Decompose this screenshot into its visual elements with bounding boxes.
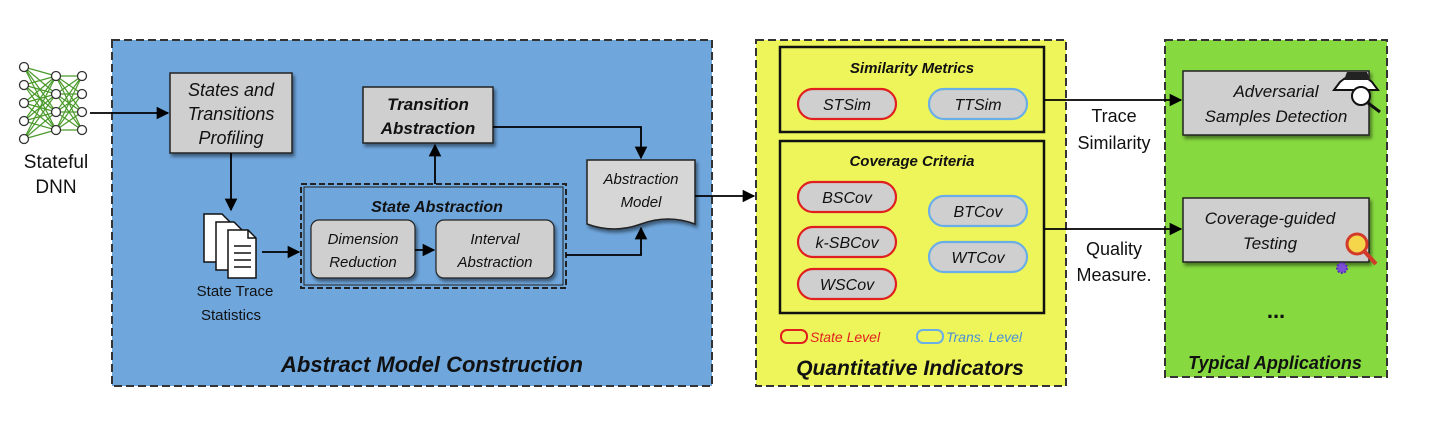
abstraction-model-box: Abstraction Model: [586, 159, 696, 230]
coverage-criteria-box: Coverage Criteria BSCov k-SBCov WSCov BT…: [778, 139, 1046, 315]
profiling-box: States and Transitions Profiling: [169, 72, 293, 154]
document-stack-icon: [203, 213, 257, 279]
legend: State Level Trans. Level: [780, 329, 1023, 345]
btcov-pill: BTCov: [954, 204, 1004, 221]
nn-edge: [23, 129, 57, 140]
indicators-title: Quantitative Indicators: [796, 357, 1024, 380]
nn-node: [18, 133, 30, 145]
arrow-interval-to-model: [566, 226, 648, 256]
arrow-transition-to-model: [493, 126, 648, 160]
nn-edge: [55, 75, 83, 113]
nn-edge: [23, 75, 57, 86]
stsim-pill: STSim: [823, 97, 871, 114]
ksbcov-pill: k-SBCov: [815, 235, 879, 252]
nn-node: [18, 79, 30, 91]
input-label-line2: DNN: [35, 177, 76, 198]
adversarial-line2: Samples Detection: [1205, 107, 1348, 126]
neural-network-icon: [18, 61, 88, 145]
nn-edge: [55, 111, 83, 131]
applications-title: Typical Applications: [1188, 353, 1362, 373]
coverage-title: Coverage Criteria: [849, 153, 974, 170]
state-abstraction-group: State Abstraction Dimension Reduction In…: [300, 183, 567, 289]
profiling-line1: States and: [188, 80, 275, 100]
transition-abstraction-line2: Abstraction: [380, 119, 475, 138]
nn-node: [18, 61, 30, 73]
similarity-metrics-box: Similarity Metrics STSim TTSim: [778, 45, 1046, 134]
edge-label-trace: Trace: [1091, 106, 1136, 126]
input-label-line1: Stateful: [24, 152, 88, 173]
interval-abstraction-line2: Abstraction: [456, 254, 532, 271]
trace-stats-line1: State Trace: [197, 283, 274, 300]
nn-edge: [23, 75, 57, 140]
edge-label-similarity: Similarity: [1077, 133, 1150, 153]
nn-edge: [23, 111, 57, 140]
interval-abstraction-line1: Interval: [470, 231, 520, 248]
nn-node: [50, 124, 62, 136]
coverage-testing-line2: Testing: [1243, 234, 1298, 253]
nn-node: [50, 70, 62, 82]
state-abstraction-title: State Abstraction: [371, 199, 503, 216]
coverage-guided-testing-box: Coverage-guided Testing: [1182, 197, 1370, 263]
trace-stats-line2: Statistics: [201, 307, 261, 324]
nn-edge: [23, 75, 57, 104]
profiling-line2: Transitions: [188, 104, 275, 124]
legend-state-level: State Level: [810, 329, 881, 345]
coverage-testing-line1: Coverage-guided: [1205, 209, 1336, 228]
nn-edge: [55, 75, 83, 131]
legend-trans-level: Trans. Level: [946, 329, 1023, 345]
transition-abstraction-line1: Transition: [387, 95, 469, 114]
profiling-line3: Profiling: [198, 128, 263, 148]
nn-node: [76, 70, 88, 82]
magnifier-gear-icon: [1336, 232, 1378, 274]
similarity-title: Similarity Metrics: [850, 60, 974, 77]
transition-abstraction-box: Transition Abstraction: [362, 86, 494, 144]
nn-node: [18, 97, 30, 109]
nn-edge: [55, 93, 83, 131]
abstraction-model-line1: Abstraction: [602, 171, 678, 188]
nn-edge: [55, 75, 83, 95]
adversarial-line1: Adversarial: [1232, 82, 1319, 101]
nn-node: [76, 88, 88, 100]
nn-node: [76, 106, 88, 118]
more-applications-ellipsis: ...: [1267, 298, 1285, 323]
nn-node: [50, 88, 62, 100]
spy-detective-icon: [1332, 72, 1381, 114]
flow-arrows: [90, 93, 1183, 259]
bscov-pill: BSCov: [822, 190, 873, 207]
nn-node: [50, 106, 62, 118]
nn-node: [76, 124, 88, 136]
edge-label-measure: Measure.: [1076, 265, 1151, 285]
nn-node: [18, 115, 30, 127]
ttsim-pill: TTSim: [954, 97, 1001, 114]
construction-title: Abstract Model Construction: [280, 352, 583, 377]
abstraction-model-line2: Model: [621, 194, 663, 211]
dimension-reduction-line2: Reduction: [329, 254, 397, 271]
nn-edge: [23, 66, 57, 77]
dimension-reduction-line1: Dimension: [328, 231, 399, 248]
wscov-pill: WSCov: [820, 277, 875, 294]
nn-edge: [23, 75, 57, 122]
wtcov-pill: WTCov: [951, 250, 1005, 267]
edge-label-quality: Quality: [1086, 239, 1142, 259]
nn-edge: [23, 93, 57, 140]
